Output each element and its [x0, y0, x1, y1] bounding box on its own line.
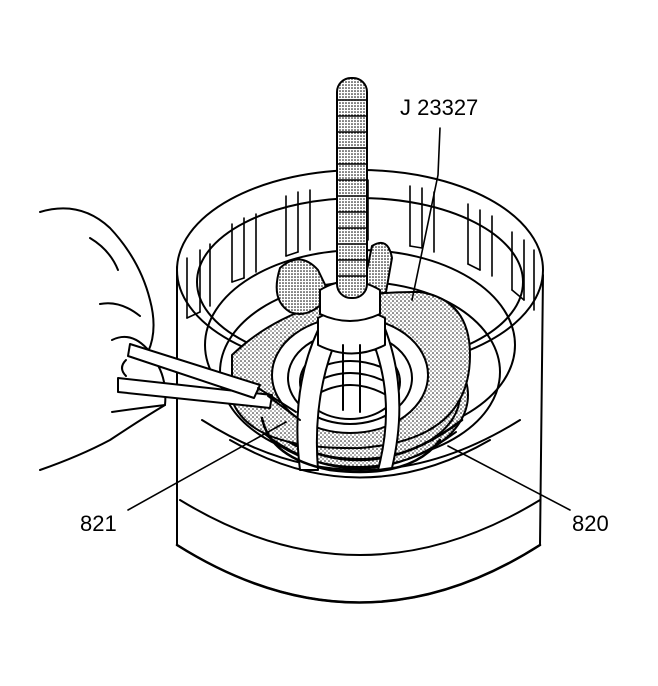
leader-line-tool: [411, 127, 441, 301]
leader-lines: [127, 127, 571, 511]
callout-part-821: 821: [80, 511, 117, 536]
leader-line-820: [447, 445, 571, 511]
callout-part-820: 820: [572, 511, 609, 536]
hand-with-pliers: [39, 207, 442, 474]
leader-line-821: [127, 421, 287, 511]
callout-tool-number: J 23327: [400, 95, 479, 120]
